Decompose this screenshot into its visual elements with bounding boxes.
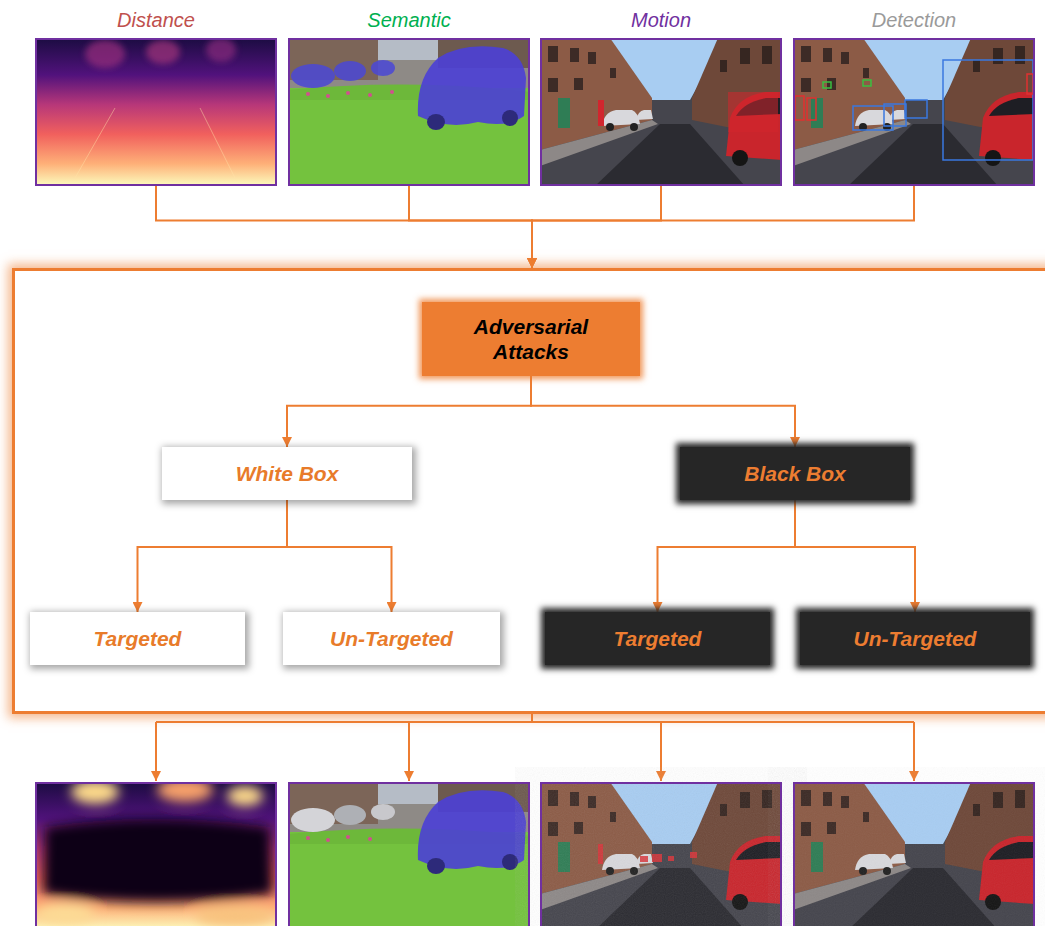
street-photo bbox=[793, 38, 1035, 186]
root-box: Adversarial Attacks bbox=[422, 302, 640, 376]
box-label: Black Box bbox=[744, 461, 846, 486]
wire-arrow bbox=[913, 722, 915, 781]
wire bbox=[156, 721, 914, 723]
attacked-depth-map bbox=[35, 778, 277, 926]
noise bbox=[540, 782, 782, 926]
black-box: Targeted bbox=[545, 612, 770, 665]
depth-map bbox=[35, 38, 277, 186]
image-frames bbox=[36, 783, 1034, 926]
street-photo bbox=[540, 38, 782, 186]
panel-heading: Motion bbox=[631, 8, 691, 32]
image-panel: Motion bbox=[540, 38, 782, 186]
image-panel: Semantic bbox=[288, 38, 530, 186]
wire bbox=[531, 714, 533, 722]
connector-arrow bbox=[658, 500, 796, 612]
white-box: White Box bbox=[162, 447, 412, 500]
panel-heading: Semantic bbox=[367, 8, 450, 32]
attack-group: Adversarial AttacksWhite Box Black BoxTar… bbox=[12, 268, 1045, 714]
box-label: Un-Targeted bbox=[854, 626, 977, 651]
panel-heading: Distance bbox=[117, 8, 195, 32]
box-label: Adversarial Attacks bbox=[456, 314, 606, 364]
connector-arrow bbox=[795, 500, 915, 612]
noise bbox=[793, 782, 1035, 926]
attacked-segmentation bbox=[288, 782, 530, 926]
panel-heading: Detection bbox=[872, 8, 957, 32]
connector-arrow bbox=[138, 500, 288, 612]
connector-arrow bbox=[287, 376, 531, 447]
connector-arrow bbox=[409, 186, 532, 268]
box-label: Targeted bbox=[94, 626, 182, 651]
black-box: Un-Targeted bbox=[800, 612, 1030, 665]
connector-arrow bbox=[532, 186, 661, 268]
attacked-images bbox=[35, 778, 1035, 926]
attacked-street-photo bbox=[793, 782, 1035, 926]
connector-arrow bbox=[156, 186, 532, 268]
image-panel: Detection bbox=[793, 38, 1035, 186]
box-label: Un-Targeted bbox=[330, 626, 453, 651]
output-wires bbox=[156, 714, 914, 781]
connector-arrow bbox=[532, 186, 914, 268]
connector-arrow bbox=[287, 500, 392, 612]
black-box: Black Box bbox=[680, 447, 910, 500]
input-images bbox=[35, 38, 1035, 186]
box-label: Targeted bbox=[614, 626, 702, 651]
connector-arrow bbox=[531, 376, 795, 447]
box-label: White Box bbox=[236, 461, 339, 486]
wire-arrow bbox=[155, 722, 157, 781]
attacked-street-photo bbox=[540, 782, 782, 926]
wire-arrow bbox=[408, 722, 410, 781]
white-box: Un-Targeted bbox=[283, 612, 500, 665]
wire-arrow bbox=[660, 722, 662, 781]
image-panel: Distance bbox=[35, 38, 277, 186]
white-box: Targeted bbox=[30, 612, 245, 665]
segmentation-map bbox=[288, 38, 530, 186]
motion-mask bbox=[598, 92, 778, 132]
detection-boxes bbox=[795, 60, 1033, 160]
